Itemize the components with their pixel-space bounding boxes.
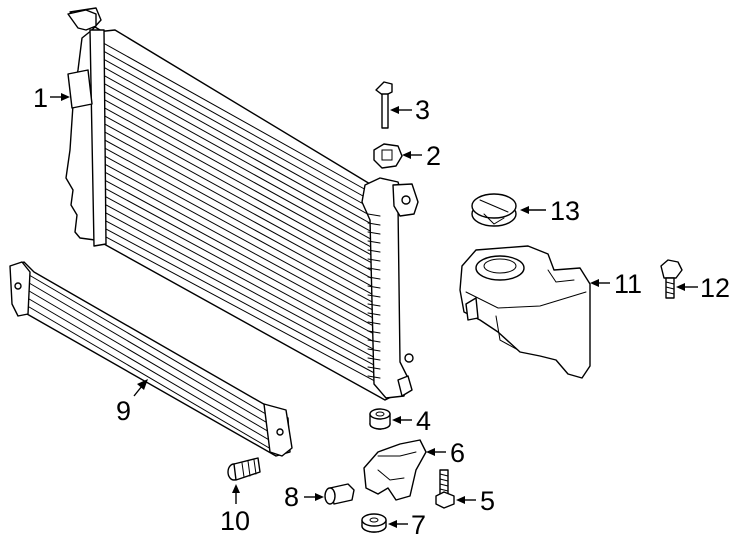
tank-rib (367, 249, 381, 253)
callout-9: 9 (116, 396, 131, 426)
tank-rib (367, 321, 381, 325)
radiator-tube (98, 55, 382, 215)
radiator-tube (100, 153, 388, 311)
radiator-tube (100, 121, 386, 279)
radiator-tube (97, 47, 382, 207)
tank-rib (367, 294, 381, 298)
right-tank-ribs (367, 213, 381, 379)
grommet (324, 483, 355, 505)
callout-10: 10 (220, 506, 250, 536)
radiator-tube (102, 194, 390, 351)
radiator-tube (103, 235, 393, 391)
callout-11: 11 (614, 269, 642, 299)
callout-13: 13 (550, 196, 580, 226)
bracket-bolt (435, 469, 455, 509)
lower-bracket (363, 439, 427, 501)
screw (227, 457, 261, 481)
radiator-bracket-pad (67, 69, 93, 109)
callout-5: 5 (480, 486, 495, 516)
radiator-tube (99, 104, 385, 263)
radiator-tube (99, 88, 384, 247)
callout-7: 7 (411, 510, 426, 540)
radiator-tube (102, 210, 391, 367)
tank-rib (367, 312, 381, 316)
tank-rib (367, 231, 381, 235)
tank-rib (367, 366, 381, 370)
tank-rib (367, 357, 381, 361)
lower-isolator (369, 408, 391, 430)
callout-12: 12 (700, 273, 730, 303)
tank-rib (367, 348, 381, 352)
tank-rib (367, 240, 381, 244)
radiator-tube (103, 227, 392, 383)
callout-3: 3 (415, 95, 430, 125)
radiator-tube (99, 96, 385, 255)
radiator-tube (99, 113, 386, 271)
tank-rib (367, 213, 381, 217)
callout-2: 2 (426, 141, 441, 171)
radiator-tube (97, 39, 381, 199)
radiator-tube (98, 64, 383, 223)
radiator-tube (98, 80, 384, 239)
callout-8: 8 (284, 482, 299, 512)
reservoir-bolt (660, 259, 683, 299)
reservoir-cap (471, 193, 517, 227)
condenser-cooler (9, 261, 293, 457)
tank-rib (367, 375, 381, 379)
callout-labels: 1 2 3 4 5 6 7 8 9 10 11 12 13 (33, 83, 730, 540)
tank-rib (367, 285, 381, 289)
tank-rib (367, 267, 381, 271)
callout-6: 6 (450, 438, 465, 468)
tank-rib (367, 276, 381, 280)
lower-nut (361, 513, 387, 533)
tank-rib (367, 339, 381, 343)
radiator-tube (101, 161, 388, 319)
radiator-tube (100, 129, 387, 287)
tank-rib (367, 330, 381, 334)
tank-rib (367, 258, 381, 262)
tank-rib (367, 222, 381, 226)
radiator-tube (101, 170, 389, 327)
tank-rib (367, 303, 381, 307)
coolant-reservoir (459, 245, 591, 379)
callout-4: 4 (416, 406, 431, 436)
radiator-core-tubes (97, 39, 393, 391)
radiator-tube (98, 72, 383, 231)
radiator-tube (100, 137, 387, 295)
radiator-tube (101, 186, 390, 343)
leader-lines (50, 93, 698, 528)
callout-1: 1 (33, 83, 48, 113)
radiator (65, 7, 419, 401)
radiator-tube (102, 219, 392, 375)
upper-isolator (373, 143, 403, 169)
radiator-tube (100, 145, 387, 303)
radiator-tube (101, 178, 389, 335)
mounting-pin (375, 81, 393, 129)
radiator-tube (102, 202, 391, 359)
